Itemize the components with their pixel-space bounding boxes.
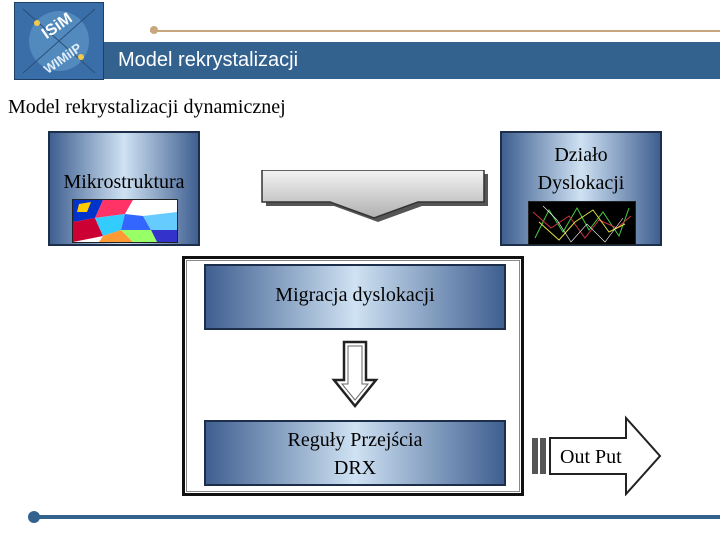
footer-line xyxy=(34,515,720,519)
reguly-przejscia-box: Reguły Przejścia DRX xyxy=(204,420,506,486)
dzialo-dyslokacji-label: Działo Dyslokacji xyxy=(502,141,660,197)
footer-dot xyxy=(28,511,40,523)
dzialo-dyslokacji-box: Działo Dyslokacji xyxy=(500,131,662,246)
microstructure-image xyxy=(72,199,178,243)
output-arrow-icon xyxy=(532,415,662,496)
migracja-dyslokacji-box: Migracja dyslokacji xyxy=(204,264,506,330)
header-accent-line xyxy=(150,30,720,32)
migracja-label: Migracja dyslokacji xyxy=(275,284,435,306)
reguly-label-line1: Reguły Przejścia xyxy=(287,429,423,451)
header-bar xyxy=(104,42,720,79)
mikrostruktura-box: Mikrostruktura xyxy=(48,131,200,246)
dzialo-label-line2: Dyslokacji xyxy=(537,172,625,194)
reguly-label-line2: DRX xyxy=(333,457,377,479)
process-container-inner xyxy=(186,260,520,492)
page-title: Model rekrystalizacji xyxy=(118,49,299,71)
mikrostruktura-label: Mikrostruktura xyxy=(63,171,185,193)
dzialo-label-line1: Działo xyxy=(554,144,608,166)
arrow-down-icon xyxy=(261,170,488,222)
subtitle: Model rekrystalizacji dynamicznej xyxy=(8,96,286,118)
arrow-down-outline-icon xyxy=(331,340,379,408)
reguly-label: Reguły Przejścia DRX xyxy=(206,426,504,482)
dislocation-image xyxy=(528,201,636,245)
output-label: Out Put xyxy=(560,446,622,468)
logo: ISiM WIMiIP xyxy=(14,2,104,80)
